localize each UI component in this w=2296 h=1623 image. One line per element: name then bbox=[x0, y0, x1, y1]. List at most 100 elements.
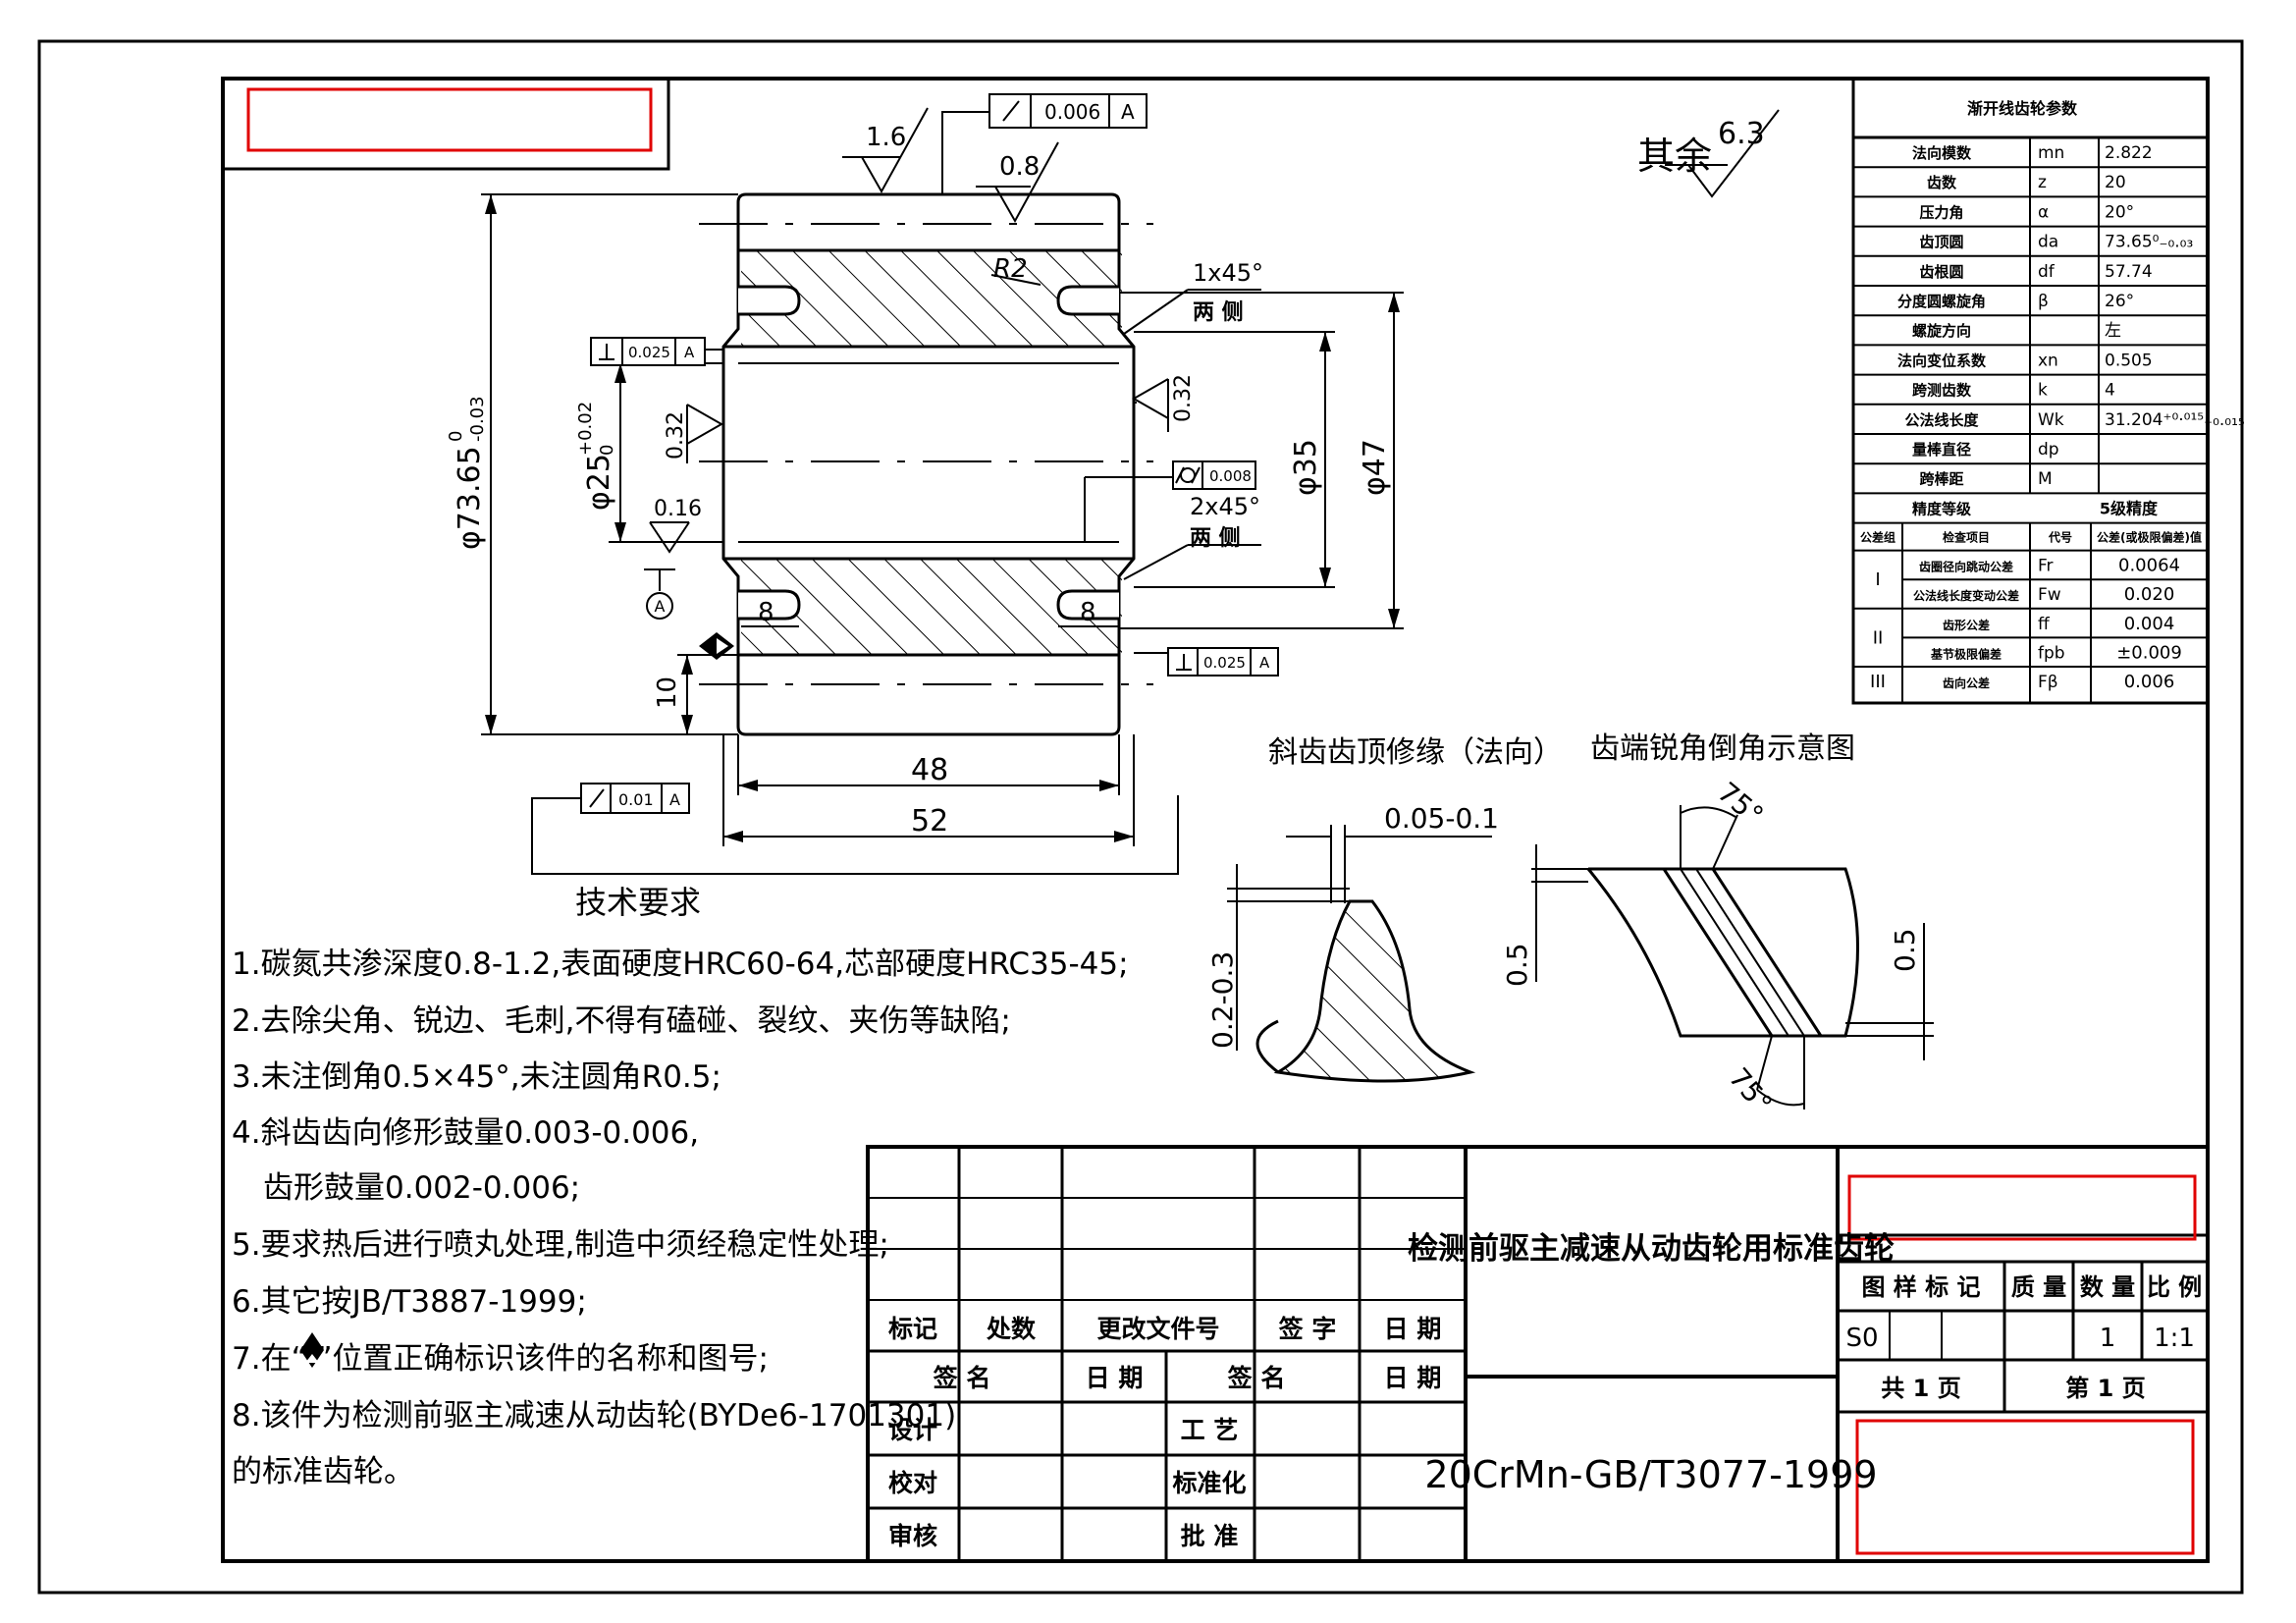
group-item: 基节极限偏差 bbox=[1930, 646, 2002, 661]
param-sym: β bbox=[2038, 292, 2049, 311]
group-label: I bbox=[1875, 569, 1880, 590]
svg-text:工 艺: 工 艺 bbox=[1181, 1416, 1239, 1444]
param-name: 齿根圆 bbox=[1919, 263, 1963, 281]
group-item: 齿向公差 bbox=[1943, 676, 1990, 690]
note-diamond-icon bbox=[300, 1332, 324, 1368]
datum-a-label: A bbox=[655, 597, 666, 616]
stage: S0 bbox=[1845, 1324, 1878, 1353]
svg-text:处数: 处数 bbox=[986, 1315, 1037, 1343]
dim-phi47: φ47 bbox=[1358, 439, 1392, 496]
tip-dim: 0.05-0.1 bbox=[1384, 802, 1499, 835]
roughness-symbols bbox=[649, 107, 1780, 554]
edge-left: 0.5 bbox=[1501, 943, 1533, 987]
group-label: II bbox=[1873, 627, 1884, 648]
group-header: 公差组 bbox=[1860, 530, 1896, 545]
param-val: 20° bbox=[2105, 202, 2134, 222]
param-sym: α bbox=[2038, 202, 2049, 222]
groove-ll bbox=[738, 589, 801, 621]
dim-h10: 10 bbox=[653, 676, 682, 709]
dim-phi35: φ35 bbox=[1289, 439, 1323, 496]
runout-bottom-datum: A bbox=[669, 790, 680, 809]
groove-lr bbox=[1056, 589, 1119, 621]
svg-text:标准化: 标准化 bbox=[1172, 1469, 1246, 1497]
svg-text:签 名: 签 名 bbox=[933, 1364, 991, 1392]
param-val: 5级精度 bbox=[2100, 499, 2159, 517]
group-item: 齿圈径向跳动公差 bbox=[1919, 560, 2013, 574]
part-name: 检测前驱主减速从动齿轮用标准齿轮 bbox=[1408, 1231, 1895, 1267]
perp-left-datum: A bbox=[684, 344, 695, 361]
group-tol: ±0.009 bbox=[2116, 642, 2182, 663]
svg-text:共 1 页: 共 1 页 bbox=[1881, 1375, 1960, 1402]
outer-border bbox=[37, 39, 2244, 1595]
svg-text:校对: 校对 bbox=[888, 1469, 937, 1497]
ra-top1: 1.6 bbox=[866, 123, 906, 152]
runout-bottom-value: 0.01 bbox=[618, 790, 654, 809]
ra-bore-right: 0.32 bbox=[1171, 374, 1196, 422]
svg-text:质 量: 质 量 bbox=[2011, 1273, 2066, 1301]
svg-text:标记: 标记 bbox=[888, 1315, 937, 1343]
note-line: 3.未注倒角0.5×45°,未注圆角R0.5; bbox=[232, 1059, 721, 1095]
svg-text:φ25: φ25 bbox=[582, 454, 616, 511]
tip-title: 斜齿齿顶修缘（法向） bbox=[1268, 735, 1563, 770]
param-val: 左 bbox=[2105, 321, 2121, 341]
param-name: 法向模数 bbox=[1912, 144, 1972, 162]
param-sym: da bbox=[2038, 233, 2058, 252]
svg-text:比 例: 比 例 bbox=[2147, 1273, 2202, 1301]
tolerance-frames bbox=[580, 93, 1279, 814]
param-name: 齿顶圆 bbox=[1919, 234, 1963, 251]
param-sym: M bbox=[2038, 469, 2053, 489]
svg-text:0: 0 bbox=[446, 431, 466, 442]
code-header: 代号 bbox=[2048, 530, 2072, 545]
group-code: Fr bbox=[2038, 557, 2054, 576]
svg-text:数 量: 数 量 bbox=[2080, 1273, 2135, 1301]
group-code: fpb bbox=[2038, 643, 2065, 663]
runout-top-value: 0.006 bbox=[1044, 100, 1100, 124]
groove-ur bbox=[1056, 285, 1119, 316]
dim-chamfer2: 2x45° bbox=[1190, 493, 1260, 520]
note-line: 6.其它按JB/T3887-1999; bbox=[232, 1284, 587, 1320]
note-line: 2.去除尖角、锐边、毛刺,不得有磕碰、裂纹、夹伤等缺陷; bbox=[232, 1003, 1011, 1039]
ra-rest-label: 其余 bbox=[1637, 135, 1712, 178]
perp-right-datum: A bbox=[1259, 654, 1270, 672]
groove-ul bbox=[738, 285, 801, 316]
ra-rest-value: 6.3 bbox=[1718, 117, 1765, 151]
tip-height: 0.2-0.3 bbox=[1206, 951, 1239, 1049]
dim-w8-right: 8 bbox=[1080, 598, 1096, 627]
group-tol: 0.006 bbox=[2124, 672, 2175, 692]
param-val: 73.65⁰₋₀.₀₃ bbox=[2105, 233, 2193, 252]
bore-dim: φ25 +0.02 0 bbox=[575, 402, 617, 511]
cyl-value: 0.008 bbox=[1209, 467, 1252, 485]
param-sym: xn bbox=[2038, 351, 2058, 370]
title-block bbox=[866, 1145, 2210, 1563]
svg-text:审核: 审核 bbox=[888, 1522, 937, 1550]
note-line: 齿形鼓量0.002-0.006; bbox=[263, 1170, 580, 1206]
dim-w48: 48 bbox=[911, 753, 948, 787]
param-val: 0.505 bbox=[2105, 351, 2153, 370]
perp-right-value: 0.025 bbox=[1203, 654, 1246, 672]
param-val: 57.74 bbox=[2105, 262, 2153, 282]
edge-angle-top: 75° bbox=[1712, 776, 1770, 832]
param-name: 公法线长度 bbox=[1904, 411, 1979, 429]
svg-text:日 期: 日 期 bbox=[1086, 1364, 1144, 1392]
param-sym: dp bbox=[2038, 440, 2059, 460]
dim-w52: 52 bbox=[911, 804, 948, 839]
dimension-lines bbox=[481, 111, 1404, 875]
notes-lines: 1.碳氮共渗深度0.8-1.2,表面硬度HRC60-64,芯部硬度HRC35-4… bbox=[232, 947, 1129, 1489]
material: 20CrMn-GB/T3077-1999 bbox=[1424, 1453, 1877, 1496]
param-name: 法向变位系数 bbox=[1897, 352, 1987, 369]
svg-text:-0.03: -0.03 bbox=[467, 396, 488, 442]
param-name: 螺旋方向 bbox=[1912, 322, 1971, 340]
runout-top-datum: A bbox=[1121, 100, 1135, 124]
svg-text:日 期: 日 期 bbox=[1384, 1364, 1442, 1392]
gear-section bbox=[699, 192, 1153, 736]
svg-text:+0.02: +0.02 bbox=[575, 402, 596, 456]
param-sym: mn bbox=[2038, 143, 2064, 163]
ra-small: 0.16 bbox=[654, 497, 702, 521]
note-line: 5.要求热后进行喷丸处理,制造中须经稳定性处理; bbox=[232, 1227, 889, 1263]
param-name: 精度等级 bbox=[1912, 500, 1972, 517]
param-name: 跨测齿数 bbox=[1912, 382, 1972, 400]
qty: 1 bbox=[2100, 1324, 2116, 1353]
top-left-box bbox=[221, 77, 670, 171]
note-line: 1.碳氮共渗深度0.8-1.2,表面硬度HRC60-64,芯部硬度HRC35-4… bbox=[232, 947, 1129, 982]
group-tol: 0.004 bbox=[2124, 614, 2175, 634]
